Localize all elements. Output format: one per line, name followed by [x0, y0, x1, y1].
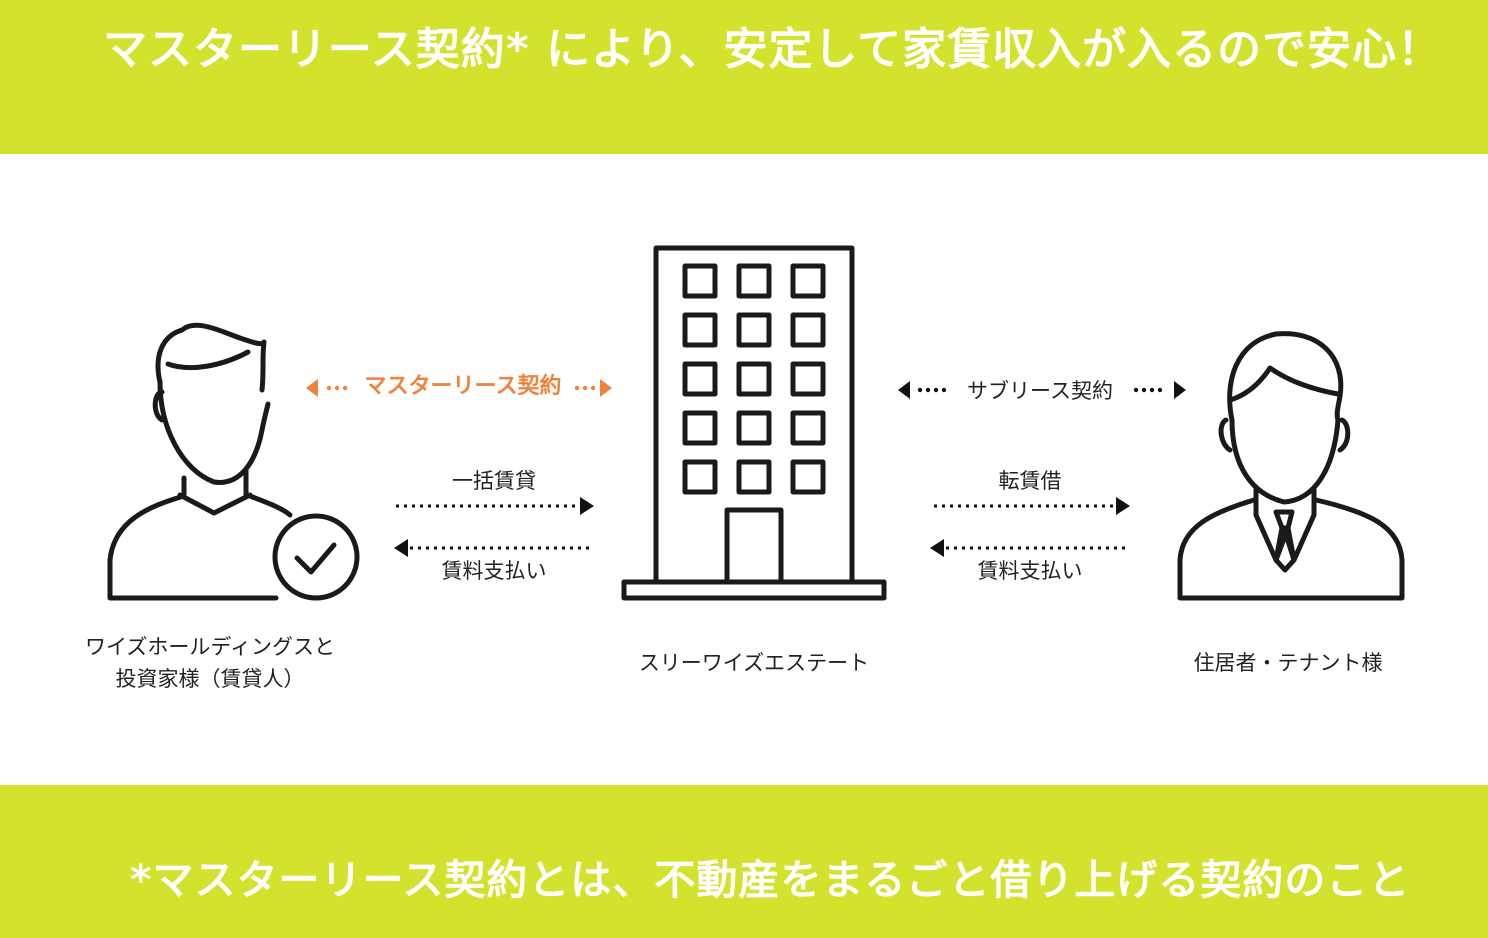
- sublease-arrow: [898, 381, 1186, 399]
- building-icon: [621, 245, 887, 601]
- left-party-line1: ワイズホールディングスと: [85, 635, 335, 659]
- header-text: マスターリース契約* により、安定して家賃収入が入るので安心！: [103, 24, 1443, 75]
- footer-banner: [0, 785, 1488, 938]
- right-rent-payment-label: 賃料支払い: [977, 559, 1083, 583]
- businessman-icon: [1177, 331, 1405, 601]
- sublet-label: 転賃借: [998, 469, 1062, 493]
- master-lease-arrow: [306, 379, 612, 397]
- master-lease-label: マスターリース契約: [364, 374, 562, 399]
- right-rent-payment-arrow: [930, 539, 1130, 557]
- center-party-caption: スリーワイズエステート: [638, 651, 870, 675]
- left-rent-payment-label: 賃料支払い: [441, 559, 547, 583]
- lump-lease-label: 一括賃貸: [452, 469, 536, 493]
- left-party-caption: ワイズホールディングスと 投資家様（賃貸人）: [40, 631, 380, 695]
- right-party-caption: 住居者・テナント様: [1193, 651, 1383, 675]
- left-rent-payment-arrow: [394, 539, 594, 557]
- person-with-check-icon: [107, 322, 360, 601]
- left-party-line2: 投資家様（賃貸人）: [115, 667, 305, 691]
- header-banner: マスターリース契約* により、安定して家賃収入が入るので安心！: [0, 0, 1488, 154]
- footer-text: *マスターリース契約とは、不動産をまるごと借り上げる契約のこと: [130, 856, 1411, 904]
- sublease-label: サブリース契約: [967, 379, 1113, 403]
- lump-lease-arrow: [396, 497, 594, 515]
- sublet-arrow: [934, 497, 1130, 515]
